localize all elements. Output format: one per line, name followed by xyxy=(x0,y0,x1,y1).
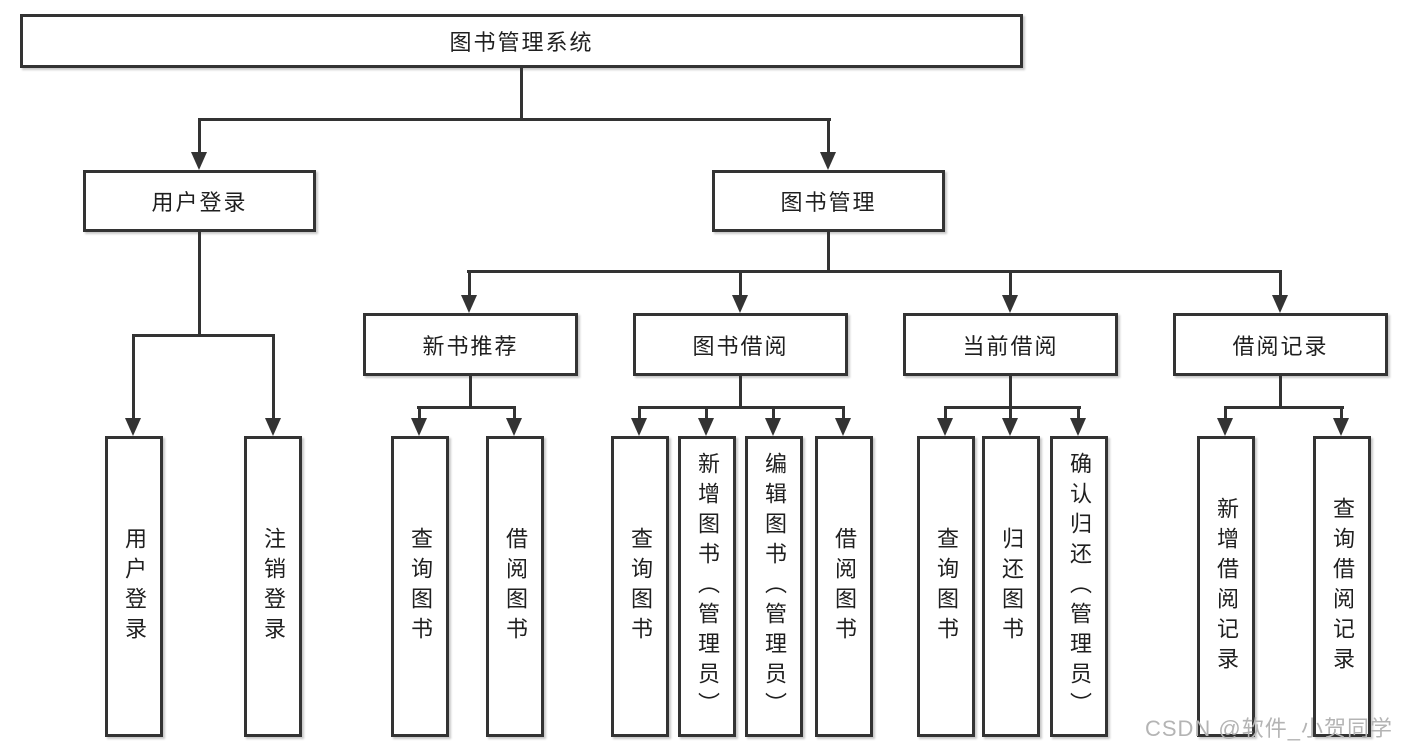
node-book-management: 图书管理 xyxy=(712,170,945,232)
leaf-query-books-borrowing: 查询图书 xyxy=(611,436,669,737)
leaf-label: 注销登录 xyxy=(261,526,286,647)
leaf-logout: 注销登录 xyxy=(244,436,302,737)
connector-arrow-to-current-borrowing xyxy=(1002,270,1018,313)
leaf-label: 确认归还（管理员） xyxy=(1067,451,1092,722)
leaf-label: 查询借阅记录 xyxy=(1330,496,1355,677)
connector-arrow-to-leaf xyxy=(265,334,281,436)
connector-arrow-to-leaf xyxy=(1070,406,1086,436)
connector-current-borrowing-bar xyxy=(944,406,1081,409)
node-label: 新书推荐 xyxy=(422,333,519,359)
csdn-watermark: CSDN @软件_小贺同学 xyxy=(1144,716,1393,741)
connector-current-borrowing-stem xyxy=(1009,374,1012,408)
connector-root-stem xyxy=(520,66,523,120)
leaf-label: 查询图书 xyxy=(628,526,653,647)
connector-borrowing-records-stem xyxy=(1279,374,1282,408)
node-book-borrowing: 图书借阅 xyxy=(633,313,848,376)
connector-arrow-to-leaf xyxy=(698,406,714,436)
connector-arrow-to-new-book-recommendation xyxy=(461,270,477,313)
leaf-label: 编辑图书（管理员） xyxy=(762,451,787,722)
leaf-label: 新增借阅记录 xyxy=(1214,496,1239,677)
connector-new-book-bar xyxy=(417,406,516,409)
node-library-management-system: 图书管理系统 xyxy=(20,14,1023,68)
connector-arrow-to-leaf xyxy=(125,334,141,436)
connector-new-book-stem xyxy=(469,374,472,408)
connector-book-borrowing-stem xyxy=(739,374,742,408)
connector-arrow-to-leaf xyxy=(1002,406,1018,436)
node-label: 图书借阅 xyxy=(692,333,789,359)
leaf-label: 新增图书（管理员） xyxy=(695,451,720,722)
leaf-label: 归还图书 xyxy=(999,526,1024,647)
connector-arrow-to-leaf xyxy=(937,406,953,436)
node-current-borrowing: 当前借阅 xyxy=(903,313,1118,376)
leaf-return-books: 归还图书 xyxy=(982,436,1040,737)
leaf-borrow-books-recommend: 借阅图书 xyxy=(486,436,544,737)
leaf-query-books-current: 查询图书 xyxy=(917,436,975,737)
connector-arrow-to-book-management xyxy=(820,118,836,170)
leaf-query-borrow-record: 查询借阅记录 xyxy=(1313,436,1371,737)
leaf-add-borrow-record: 新增借阅记录 xyxy=(1197,436,1255,737)
leaf-label: 借阅图书 xyxy=(832,526,857,647)
leaf-label: 查询图书 xyxy=(408,526,433,647)
leaf-label: 借阅图书 xyxy=(503,526,528,647)
leaf-add-books-admin: 新增图书（管理员） xyxy=(678,436,736,737)
connector-arrow-to-user-login xyxy=(191,118,207,170)
node-label: 图书管理 xyxy=(780,190,877,215)
connector-arrow-to-leaf xyxy=(1217,406,1233,436)
connector-book-borrowing-bar xyxy=(638,406,845,409)
connector-borrowing-records-bar xyxy=(1224,406,1344,409)
leaf-confirm-return-admin: 确认归还（管理员） xyxy=(1050,436,1108,737)
connector-arrow-to-leaf xyxy=(411,406,427,436)
leaf-borrow-books-borrowing: 借阅图书 xyxy=(815,436,873,737)
connector-book-management-bar xyxy=(467,270,1282,273)
node-user-login: 用户登录 xyxy=(83,170,316,232)
connector-arrow-to-leaf xyxy=(631,406,647,436)
connector-root-bar xyxy=(198,118,831,121)
connector-book-management-stem xyxy=(827,230,830,272)
leaf-user-login: 用户登录 xyxy=(105,436,163,737)
node-new-book-recommendation: 新书推荐 xyxy=(363,313,578,376)
connector-arrow-to-leaf xyxy=(835,406,851,436)
node-label: 借阅记录 xyxy=(1232,333,1329,359)
connector-arrow-to-leaf xyxy=(506,406,522,436)
connector-arrow-to-book-borrowing xyxy=(732,270,748,313)
node-label: 用户登录 xyxy=(151,190,248,215)
connector-arrow-to-leaf xyxy=(765,406,781,436)
connector-user-login-stem xyxy=(198,230,201,334)
connector-arrow-to-borrowing-records xyxy=(1272,270,1288,313)
node-label: 当前借阅 xyxy=(962,333,1059,359)
leaf-label: 查询图书 xyxy=(934,526,959,647)
leaf-query-books-recommend: 查询图书 xyxy=(391,436,449,737)
leaf-edit-books-admin: 编辑图书（管理员） xyxy=(745,436,803,737)
connector-arrow-to-leaf xyxy=(1333,406,1349,436)
node-borrowing-records: 借阅记录 xyxy=(1173,313,1388,376)
node-label: 图书管理系统 xyxy=(449,30,594,55)
leaf-label: 用户登录 xyxy=(122,526,147,647)
connector-user-login-bar xyxy=(132,334,275,337)
